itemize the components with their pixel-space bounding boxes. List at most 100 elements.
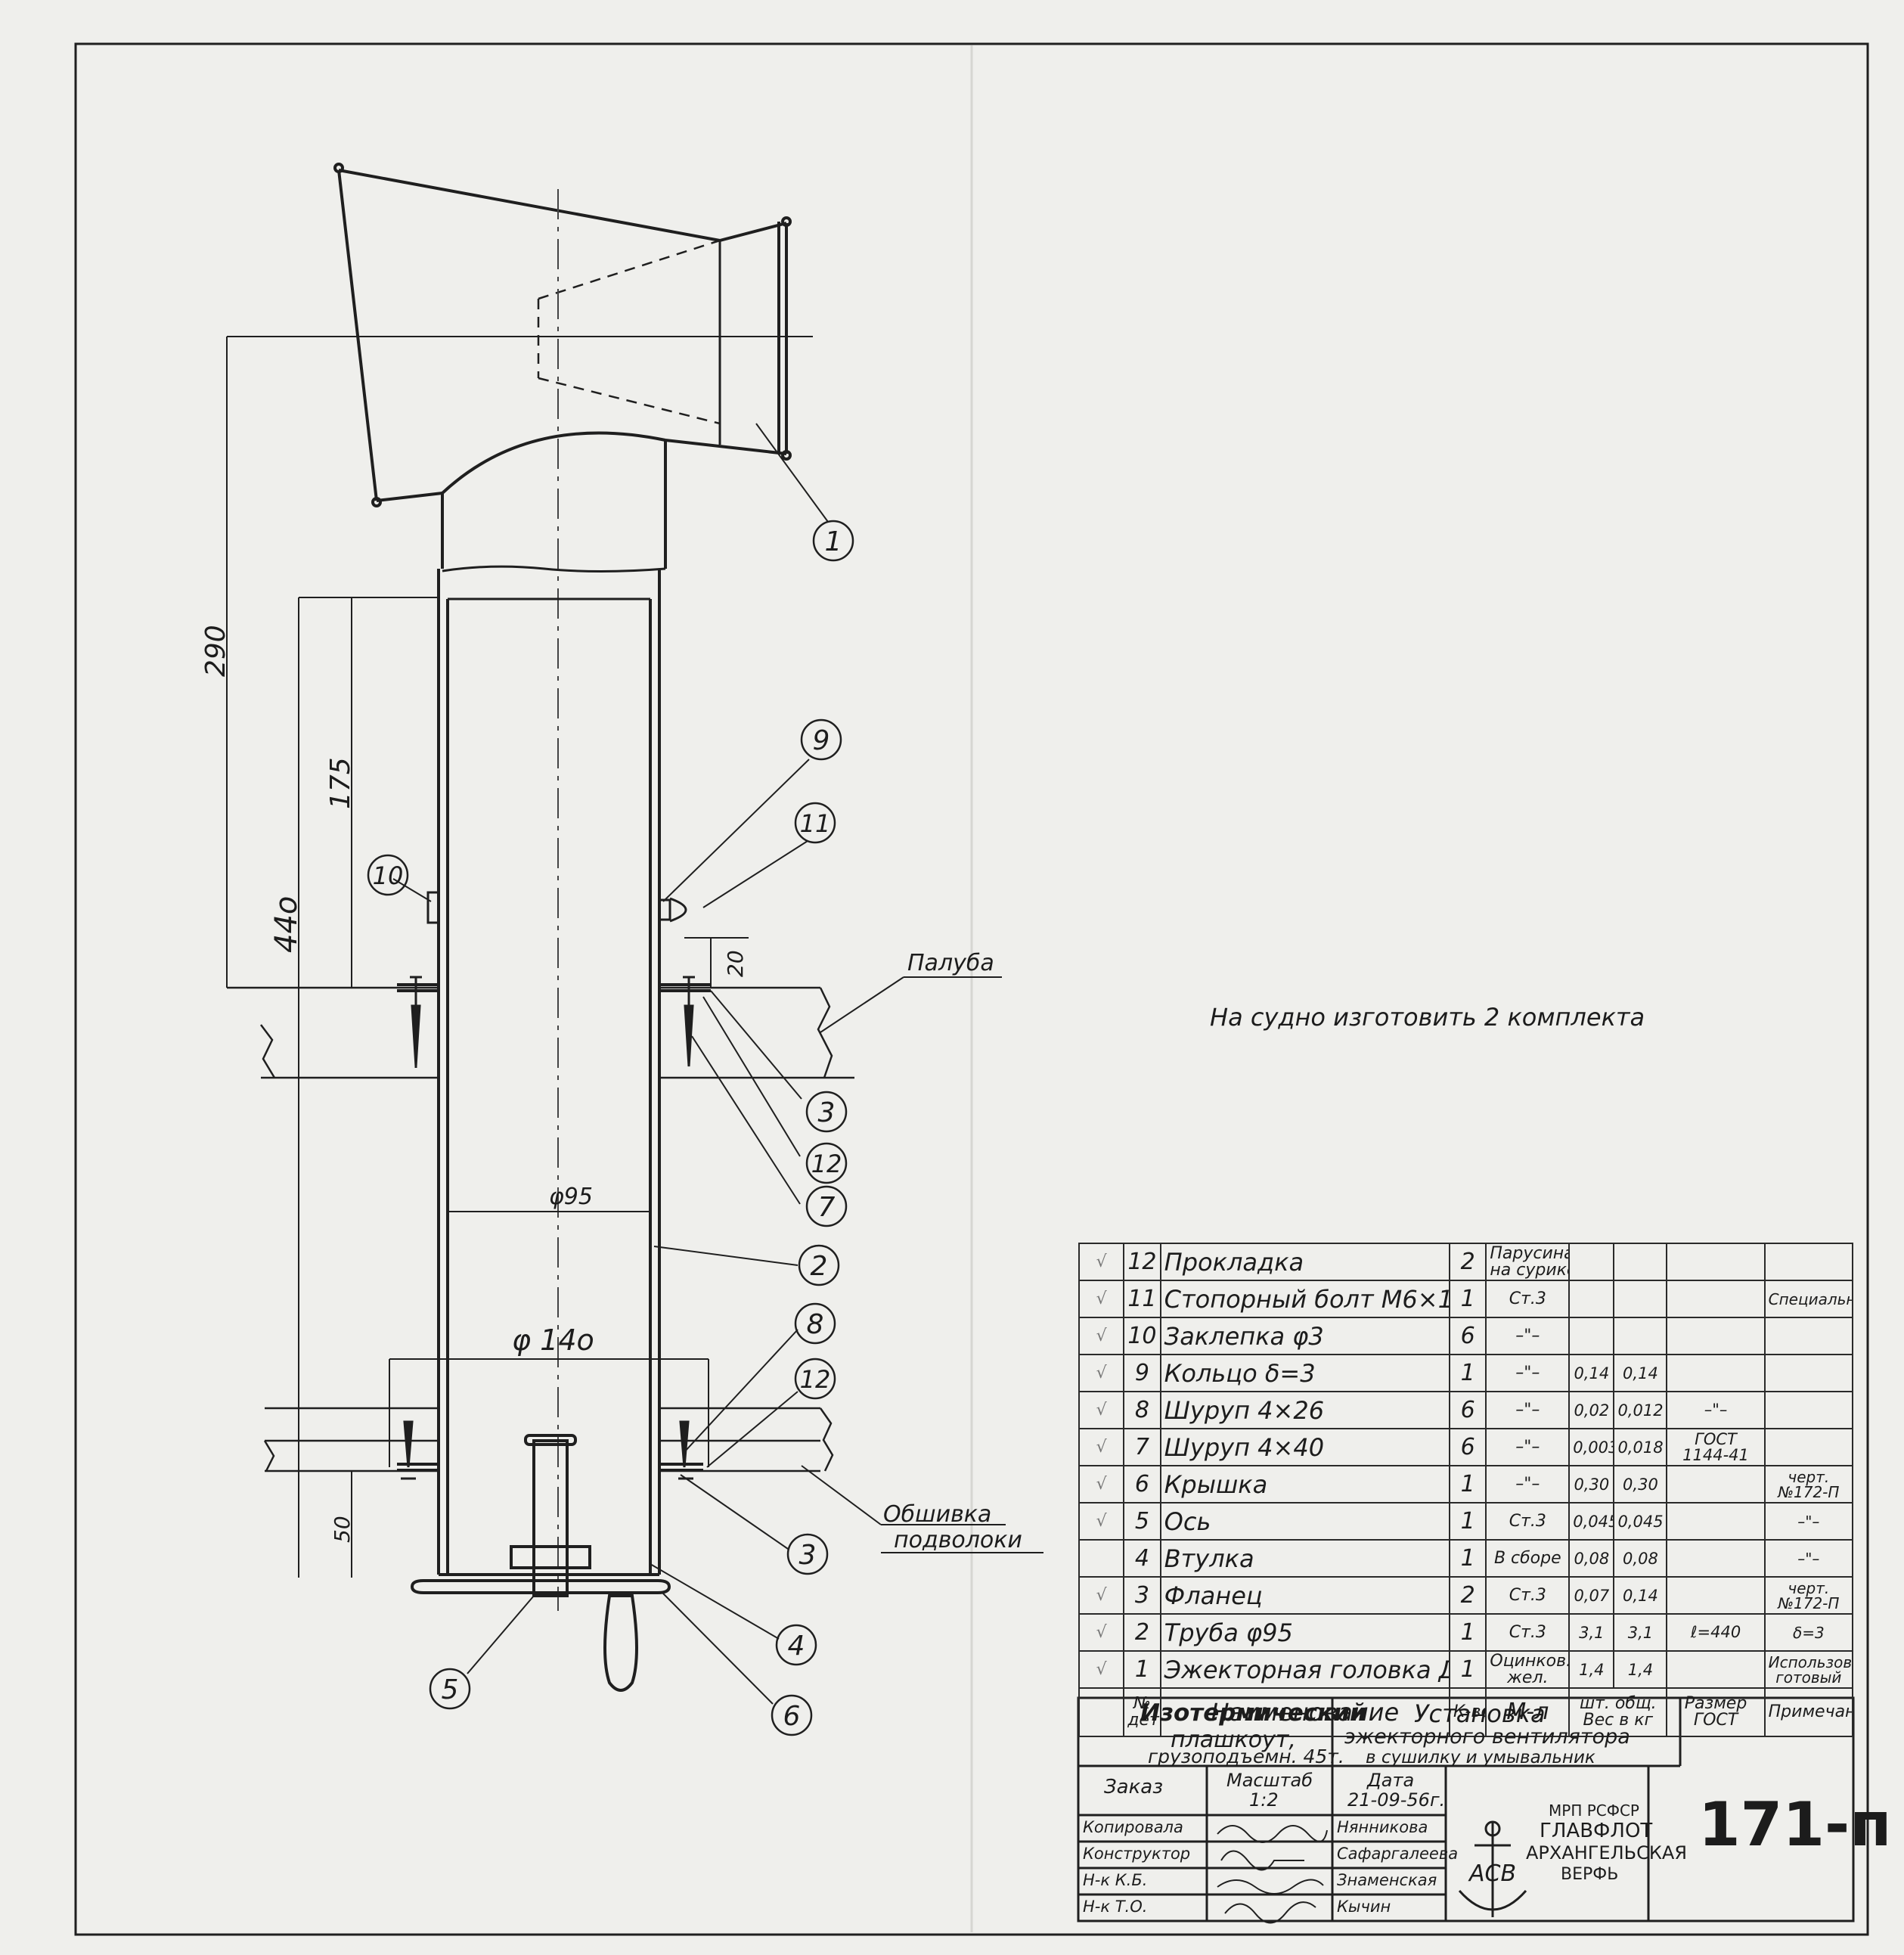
- cell-check: √: [1078, 1613, 1125, 1652]
- callout-9: 9: [800, 718, 842, 761]
- manufacturing-note: На судно изготовить 2 комплекта: [1210, 1003, 1645, 1032]
- dimension-lines: [226, 336, 813, 1578]
- cell-check: √: [1078, 1354, 1125, 1392]
- label-lining-1: Обшивка: [883, 1501, 991, 1528]
- scale-label: Масштаб: [1226, 1770, 1313, 1791]
- cell-size: [1666, 1539, 1766, 1578]
- cell-material: Ст.3: [1485, 1280, 1571, 1318]
- role-copied: Копировала: [1083, 1818, 1183, 1836]
- svg-text:2: 2: [811, 1251, 828, 1282]
- dim-phi95: φ95: [549, 1184, 593, 1210]
- cell-w-unit: 0,02: [1568, 1391, 1615, 1429]
- cell-name: Ось: [1159, 1502, 1450, 1541]
- cell-w-unit: 0,14: [1568, 1354, 1615, 1392]
- cell-no: 9: [1123, 1354, 1161, 1392]
- callout-5: 5: [429, 1668, 471, 1710]
- callout-11: 11: [794, 802, 836, 844]
- org-glavflot: ГЛАВФЛОТ: [1540, 1820, 1653, 1842]
- cell-material: –"–: [1485, 1391, 1571, 1429]
- cell-note: [1763, 1317, 1854, 1355]
- person-copied: Нянникова: [1337, 1818, 1428, 1836]
- callout-8: 8: [794, 1302, 836, 1345]
- cell-note: δ=3: [1763, 1613, 1854, 1652]
- svg-text:11: 11: [800, 809, 831, 838]
- cell-material: Ст.3: [1485, 1613, 1571, 1652]
- cell-w-unit: 0,07: [1568, 1576, 1615, 1615]
- cell-no: 2: [1123, 1613, 1161, 1652]
- cell-note: –"–: [1763, 1502, 1854, 1541]
- cell-w-unit: [1568, 1280, 1615, 1318]
- cell-no: 5: [1123, 1502, 1161, 1541]
- svg-text:5: 5: [442, 1674, 459, 1705]
- label-lining-2: подволоки: [894, 1527, 1022, 1553]
- cell-check: √: [1078, 1280, 1125, 1318]
- dim-20: 20: [723, 950, 748, 977]
- cell-name: Труба φ95: [1159, 1613, 1450, 1652]
- cell-material: –"–: [1485, 1465, 1571, 1503]
- callout-10: 10: [367, 854, 409, 896]
- cell-check: √: [1078, 1465, 1125, 1503]
- callout-3-upper: 3: [805, 1091, 848, 1133]
- cell-w-total: [1613, 1317, 1668, 1355]
- person-head-tech: Кычин: [1337, 1898, 1391, 1916]
- scale-value: 1:2: [1249, 1789, 1279, 1811]
- cell-name: Стопорный болт М6×10: [1159, 1280, 1450, 1318]
- cell-qty: 6: [1448, 1391, 1487, 1429]
- svg-text:3: 3: [818, 1097, 836, 1128]
- org-shipyard: ВЕРФЬ: [1561, 1865, 1619, 1884]
- dim-175: 175: [325, 757, 356, 809]
- cell-check: [1078, 1539, 1125, 1578]
- callout-12-upper: 12: [805, 1142, 848, 1184]
- drawing-frame: [74, 42, 1869, 1936]
- cell-w-total: 0,018: [1613, 1428, 1668, 1466]
- svg-text:6: 6: [783, 1701, 801, 1732]
- cell-qty: 1: [1448, 1502, 1487, 1541]
- dim-440: 44о: [269, 896, 304, 953]
- role-head-design: Н-к К.Б.: [1083, 1871, 1148, 1889]
- cell-w-total: 1,4: [1613, 1650, 1668, 1689]
- cell-no: 12: [1123, 1243, 1161, 1281]
- cell-note: [1763, 1243, 1854, 1281]
- cell-size: –"–: [1666, 1391, 1766, 1429]
- role-head-tech: Н-к Т.О.: [1083, 1898, 1148, 1916]
- cell-qty: 1: [1448, 1613, 1487, 1652]
- cell-check: √: [1078, 1243, 1125, 1281]
- cell-check: √: [1078, 1428, 1125, 1466]
- cell-w-unit: 1,4: [1568, 1650, 1615, 1689]
- cell-name: Фланец: [1159, 1576, 1450, 1615]
- cell-w-unit: 0,045: [1568, 1502, 1615, 1541]
- cell-qty: 2: [1448, 1243, 1487, 1281]
- cell-w-total: 0,045: [1613, 1502, 1668, 1541]
- callout-7: 7: [805, 1185, 848, 1227]
- flanges: [397, 983, 711, 1472]
- cell-check: √: [1078, 1650, 1125, 1689]
- cell-note: Специальн.: [1763, 1280, 1854, 1318]
- cell-material: –"–: [1485, 1428, 1571, 1466]
- cell-material: В сборе: [1485, 1539, 1571, 1578]
- cell-w-unit: 3,1: [1568, 1613, 1615, 1652]
- cell-name: Крышка: [1159, 1465, 1450, 1503]
- cell-size: [1666, 1650, 1766, 1689]
- cell-qty: 1: [1448, 1280, 1487, 1318]
- cell-note: [1763, 1391, 1854, 1429]
- cell-name: Прокладка: [1159, 1243, 1450, 1281]
- dim-290: 290: [200, 625, 231, 677]
- cell-check: √: [1078, 1576, 1125, 1615]
- cell-note: –"–: [1763, 1539, 1854, 1578]
- drawing-title-1: Установка: [1414, 1699, 1546, 1728]
- logo-text: АСВ: [1468, 1860, 1516, 1887]
- screws: [401, 976, 695, 1480]
- cell-name: Шуруп 4×40: [1159, 1428, 1450, 1466]
- cell-w-total: 0,14: [1613, 1354, 1668, 1392]
- label-deck: Палуба: [907, 950, 994, 976]
- cell-w-total: 3,1: [1613, 1613, 1668, 1652]
- cell-note: Использов.готовый: [1763, 1650, 1854, 1689]
- cell-size: [1666, 1243, 1766, 1281]
